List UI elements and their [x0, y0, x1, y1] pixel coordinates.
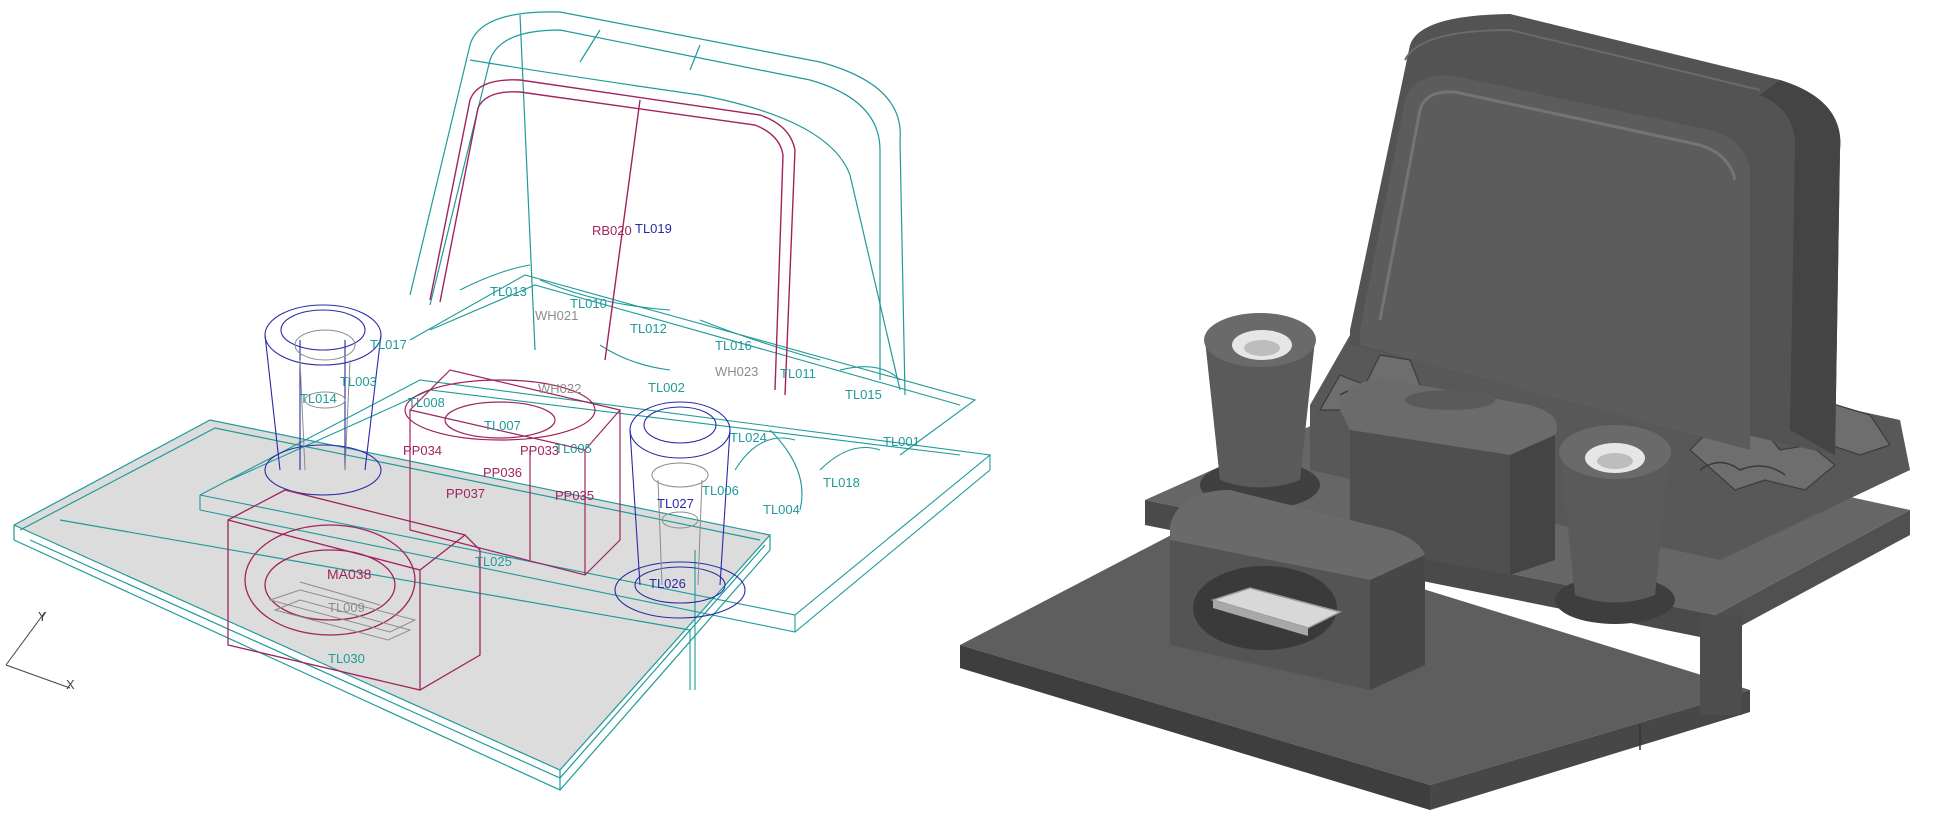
label-tl024: TL024 [730, 430, 767, 445]
label-tl025: TL025 [475, 554, 512, 569]
label-tl014: TL014 [300, 391, 337, 406]
label-wh022: WH022 [538, 381, 581, 396]
label-tl008: TL008 [408, 395, 445, 410]
shaded-incense-holder-top [1340, 378, 1558, 455]
label-wh021: WH021 [535, 308, 578, 323]
shaded-headstone-bevel [1378, 90, 1737, 321]
label-tl007: TL007 [484, 418, 521, 433]
right-vase-gray [651, 462, 709, 586]
label-tl030: TL030 [328, 651, 365, 666]
left-vase-wire [264, 304, 382, 496]
label-tl009: TL009 [328, 600, 365, 615]
offering-tray-gray [268, 581, 417, 641]
shaded-offering-box-top [1170, 490, 1425, 580]
label-wh023: WH023 [715, 364, 758, 379]
incense-holder-wire [404, 369, 621, 576]
axis-x-label: X [66, 677, 75, 692]
label-tl002: TL002 [648, 380, 685, 395]
label-pp037: PP037 [446, 486, 485, 501]
offering-box-wire [227, 489, 481, 691]
label-rb020: RB020 [592, 223, 632, 238]
axis-indicator: X Y [5, 609, 75, 692]
shaded-platform-side [1715, 510, 1910, 640]
axis-y-label: Y [38, 609, 47, 624]
label-tl001: TL001 [883, 434, 920, 449]
label-tl013: TL013 [490, 284, 527, 299]
label-pp034: PP034 [403, 443, 442, 458]
shaded-headstone-face [1360, 75, 1750, 450]
label-pp033: PP033 [520, 443, 559, 458]
label-tl027: TL027 [657, 496, 694, 511]
shaded-left-vase-body [1205, 340, 1315, 488]
label-pp035: PP035 [555, 488, 594, 503]
label-tl026: TL026 [649, 576, 686, 591]
shaded-base-front [960, 645, 1430, 810]
label-tl019: TL019 [635, 221, 672, 236]
shaded-offering-box-side [1370, 555, 1425, 690]
headstone-wire [409, 11, 906, 396]
label-pp036: PP036 [483, 465, 522, 480]
shaded-right-vase-body [1560, 450, 1670, 603]
label-tl004: TL004 [763, 502, 800, 517]
label-tl005: TL005 [555, 441, 592, 456]
right-vase-wire [614, 401, 746, 619]
headstone-panel-wire [429, 79, 796, 396]
label-tl016: TL016 [715, 338, 752, 353]
shaded-base-side [1430, 690, 1750, 810]
upper-tier-wire [409, 264, 977, 511]
wireframe-view: RB020 TL019 WH021 TL013 TL010 TL012 TL00… [5, 11, 992, 791]
label-tl018: TL018 [823, 475, 860, 490]
label-tl010: TL010 [570, 296, 607, 311]
label-tl017: TL017 [370, 337, 407, 352]
shaded-view [960, 14, 1910, 810]
label-tl006: TL006 [702, 483, 739, 498]
label-tl011: TL011 [780, 366, 816, 381]
left-vase-gray [294, 329, 356, 471]
shaded-headstone-side [1760, 80, 1841, 455]
label-tl012: TL012 [630, 321, 667, 336]
base-slab-wire [13, 419, 772, 791]
label-tl015: TL015 [845, 387, 882, 402]
shaded-incense-holder-side [1510, 435, 1555, 575]
label-tl003: TL003 [340, 374, 377, 389]
label-ma038: MA038 [327, 566, 372, 582]
part-labels: RB020 TL019 WH021 TL013 TL010 TL012 TL00… [300, 221, 920, 666]
